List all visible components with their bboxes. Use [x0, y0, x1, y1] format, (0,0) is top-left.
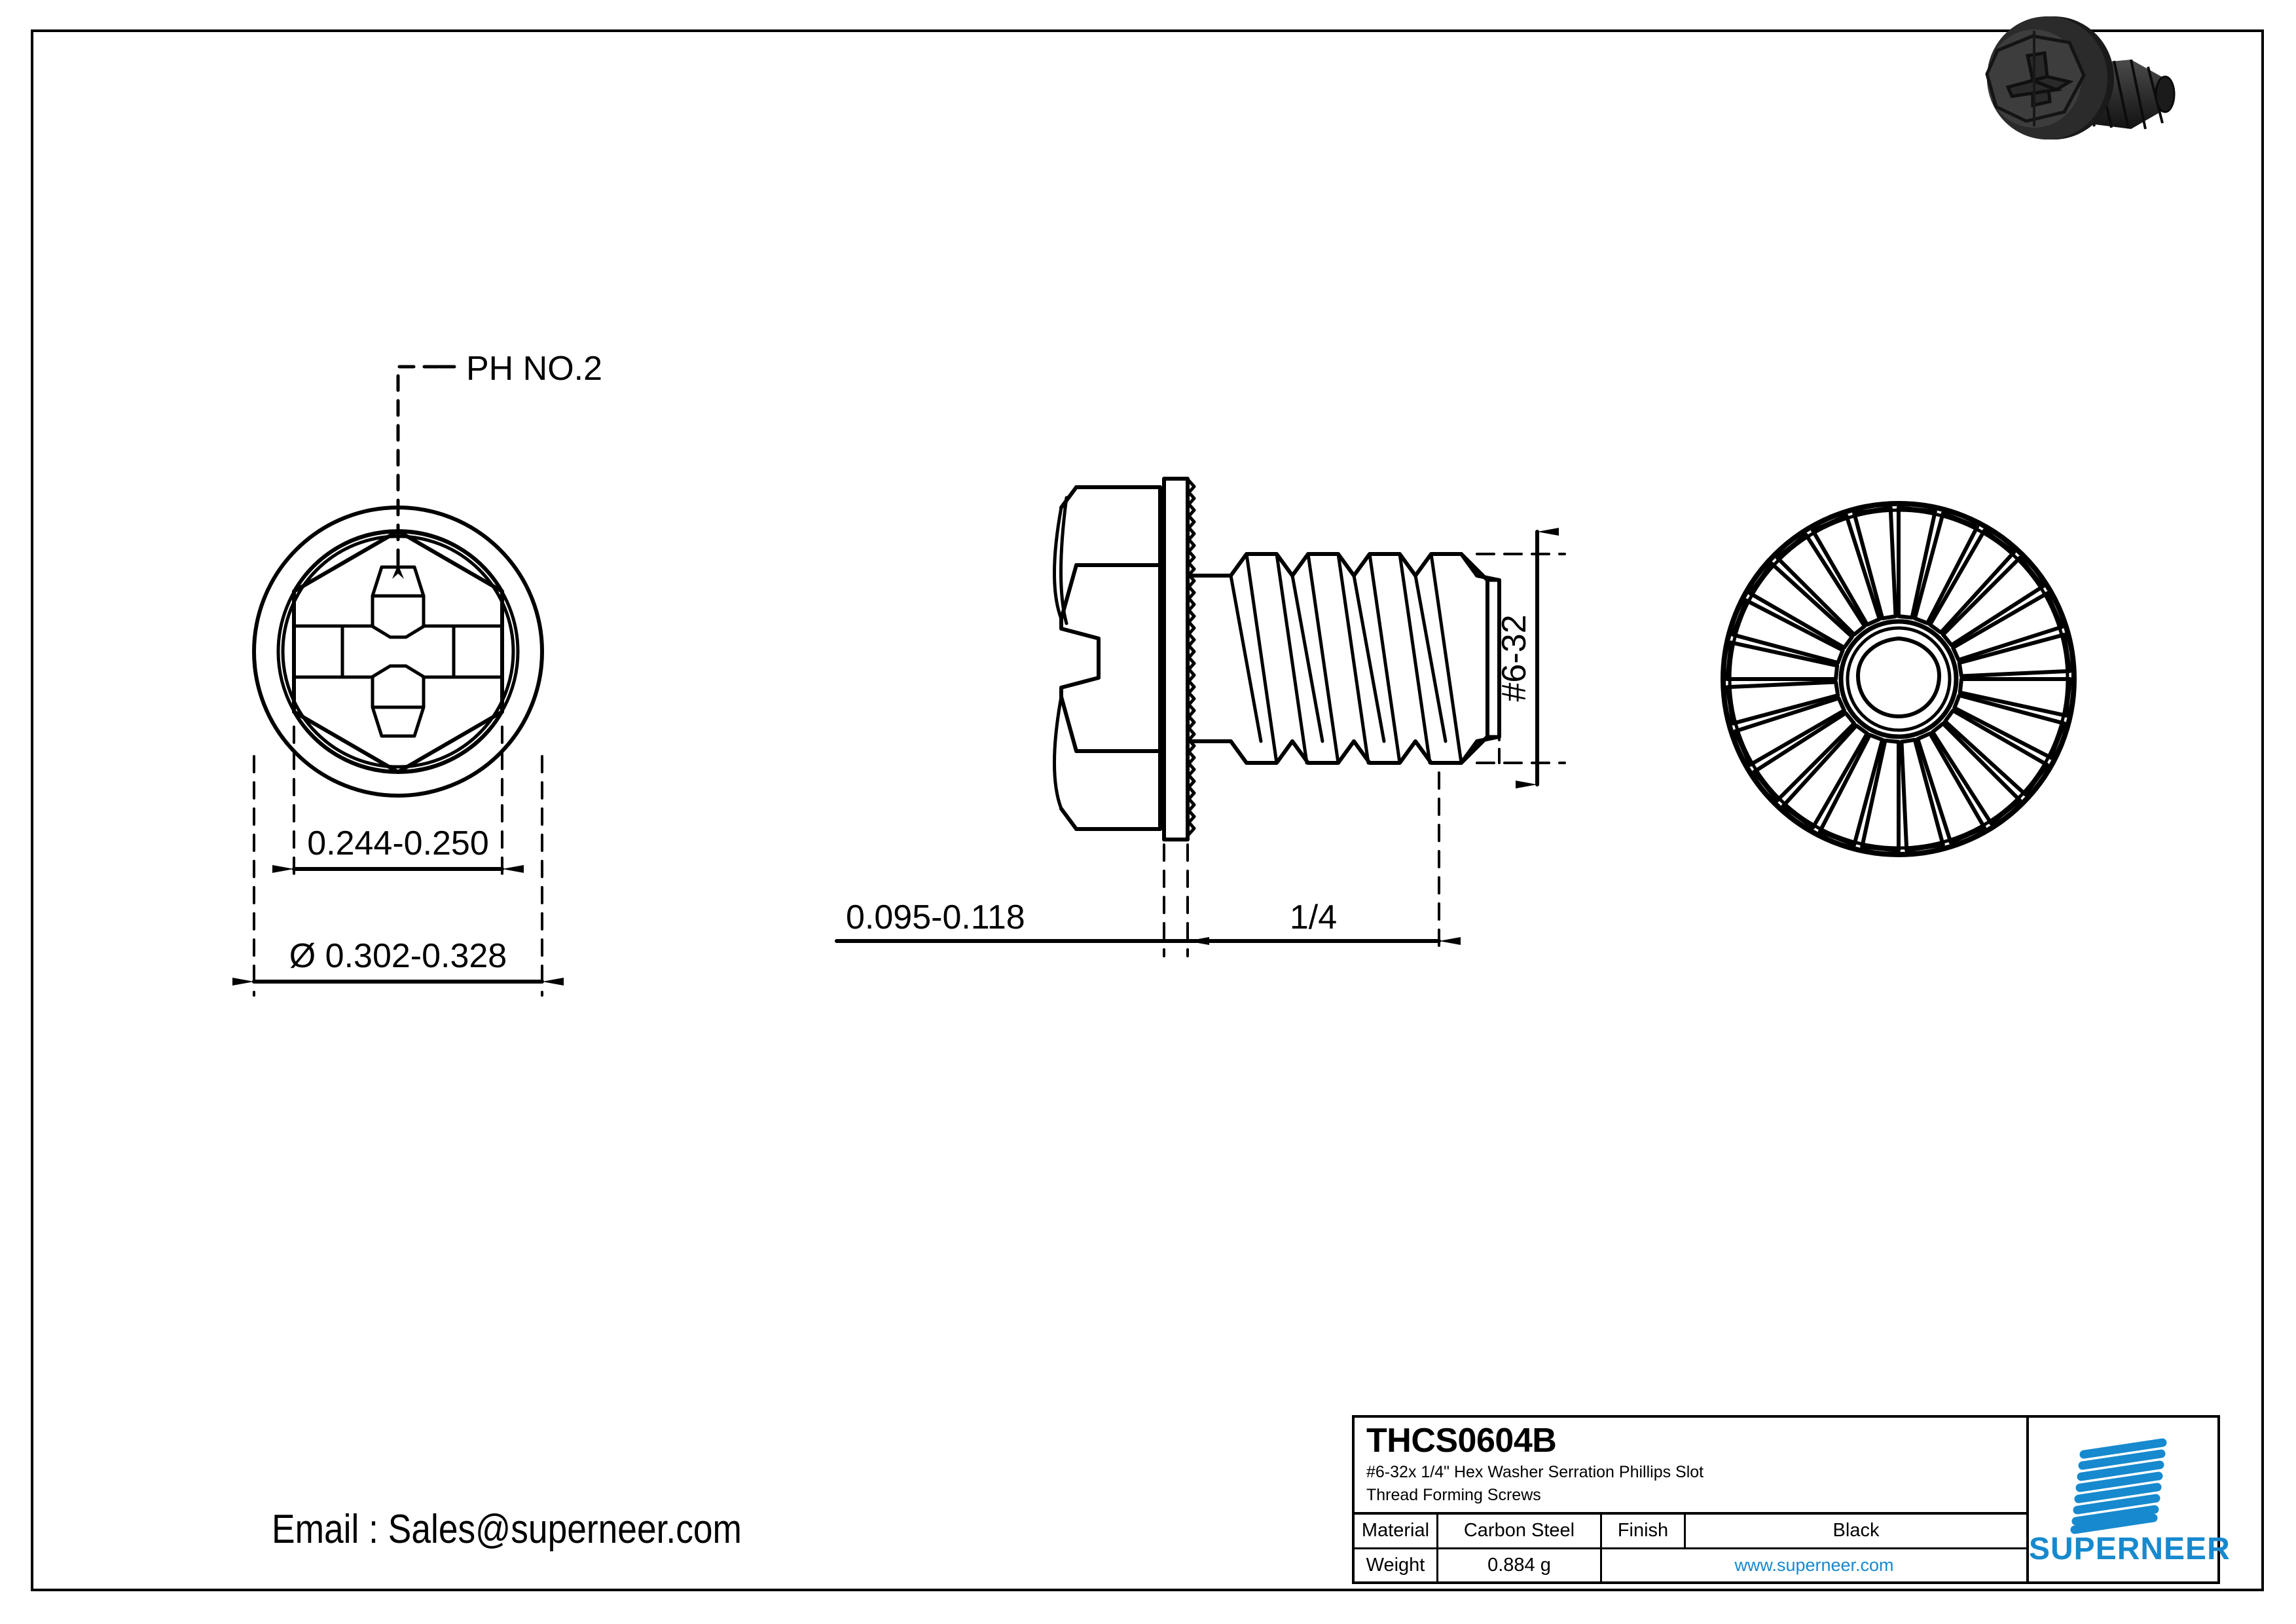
finish-label: Finish	[1602, 1515, 1686, 1547]
material-value: Carbon Steel	[1438, 1515, 1602, 1547]
render-head	[1985, 16, 2114, 139]
part-description-line-1: #6-32x 1/4" Hex Washer Serration Phillip…	[1366, 1463, 1704, 1481]
sheet-border	[31, 29, 2264, 1591]
website-link[interactable]: www.superneer.com	[1734, 1555, 1894, 1575]
brand-wordmark: SUPERNEER	[2029, 1532, 2231, 1566]
brand-panel: SUPERNEER	[2029, 1418, 2231, 1581]
weight-value: 0.884 g	[1438, 1549, 1602, 1581]
finish-value: Black	[1832, 1520, 1880, 1541]
title-block-left: THCS0604B #6-32x 1/4" Hex Washer Serrati…	[1355, 1418, 2029, 1581]
material-label: Material	[1355, 1515, 1438, 1547]
email-contact-line: Email : Sales@superneer.com	[272, 1507, 742, 1552]
screw-3d-render	[1935, 16, 2229, 147]
weight-website-row: Weight 0.884 g www.superneer.com	[1355, 1549, 2026, 1581]
weight-label: Weight	[1355, 1549, 1438, 1581]
part-code: THCS0604B	[1366, 1422, 1557, 1460]
material-finish-row: Material Carbon Steel Finish Black	[1355, 1515, 2026, 1549]
title-block-description: THCS0604B #6-32x 1/4" Hex Washer Serrati…	[1355, 1418, 2026, 1515]
title-block: THCS0604B #6-32x 1/4" Hex Washer Serrati…	[1352, 1415, 2231, 1584]
superneer-logo-icon	[2070, 1438, 2167, 1534]
part-description-line-2: Thread Forming Screws	[1366, 1486, 1541, 1504]
